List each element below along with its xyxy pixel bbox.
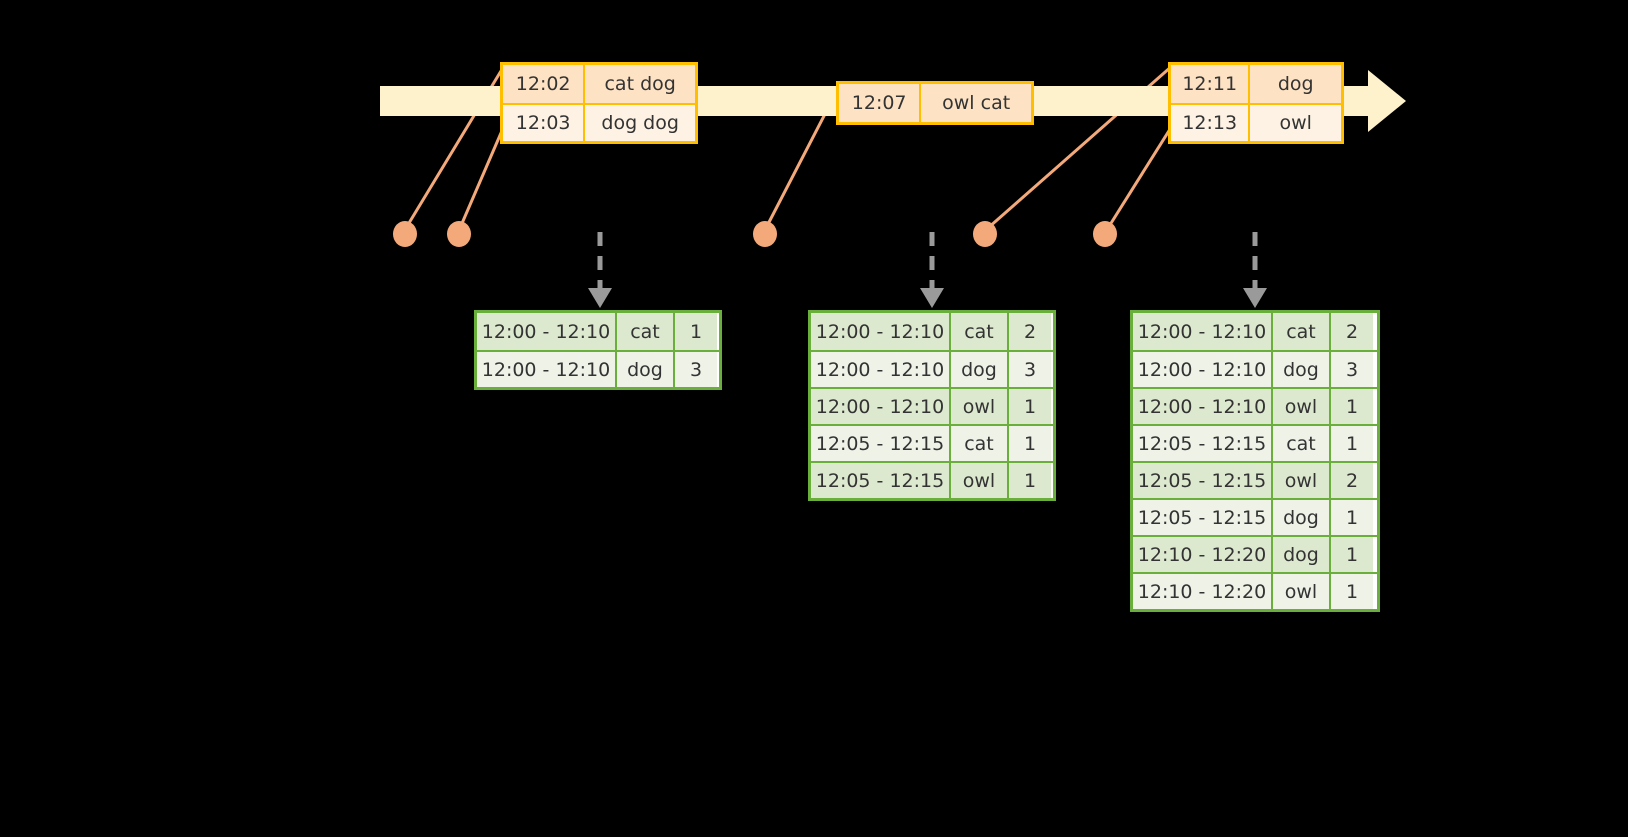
cell-key: cat — [617, 313, 675, 350]
cell-window: 12:00 - 12:10 — [477, 352, 617, 387]
cell-window: 12:00 - 12:10 — [811, 313, 951, 350]
cell-count: 1 — [1331, 389, 1373, 424]
cell-key: dog — [951, 352, 1009, 387]
cell-window: 12:00 - 12:10 — [1133, 389, 1273, 424]
cell-key: cat — [951, 313, 1009, 350]
leader-line-1203 — [458, 125, 506, 229]
cell-key: owl — [951, 389, 1009, 424]
cell-count: 1 — [1331, 574, 1373, 609]
cell-count: 1 — [675, 313, 717, 350]
event-time: 12:07 — [839, 84, 922, 122]
event-value: owl — [1250, 105, 1341, 141]
event-value: cat dog — [585, 65, 695, 103]
cell-count: 1 — [1331, 426, 1373, 461]
flow-arrow-head-3 — [1243, 288, 1267, 308]
event-time: 12:11 — [1171, 65, 1251, 103]
connector-dot-1202 — [393, 221, 417, 247]
cell-window: 12:05 - 12:15 — [811, 463, 951, 498]
event-row: 12:11 dog — [1171, 65, 1341, 103]
cell-key: cat — [1273, 313, 1331, 350]
cell-count: 1 — [1009, 463, 1051, 498]
cell-window: 12:10 - 12:20 — [1133, 537, 1273, 572]
event-row: 12:07 owl cat — [839, 84, 1031, 122]
cell-key: owl — [1273, 574, 1331, 609]
cell-window: 12:05 - 12:15 — [1133, 463, 1273, 498]
cell-key: owl — [1273, 463, 1331, 498]
cell-window: 12:00 - 12:10 — [811, 352, 951, 387]
cell-count: 1 — [1331, 537, 1373, 572]
cell-count: 3 — [1331, 352, 1373, 387]
connector-dot-1213 — [1093, 221, 1117, 247]
event-value: dog dog — [585, 105, 695, 141]
flow-arrow-head-1 — [588, 288, 612, 308]
cell-key: dog — [1273, 537, 1331, 572]
cell-key: cat — [1273, 426, 1331, 461]
connector-dot-1211 — [973, 221, 997, 247]
cell-window: 12:00 - 12:10 — [477, 313, 617, 350]
event-time: 12:13 — [1171, 105, 1251, 141]
cell-count: 2 — [1331, 463, 1373, 498]
event-time: 12:02 — [503, 65, 586, 103]
cell-key: owl — [951, 463, 1009, 498]
flow-arrows — [597, 232, 1258, 288]
cell-count: 2 — [1331, 313, 1373, 350]
event-value: dog — [1250, 65, 1341, 103]
event-row: 12:13 owl — [1171, 103, 1341, 141]
cell-window: 12:00 - 12:10 — [1133, 313, 1273, 350]
event-box-group-1[interactable]: 12:02 cat dog 12:03 dog dog — [500, 62, 698, 144]
cell-count: 1 — [1331, 500, 1373, 535]
cell-key: dog — [1273, 352, 1331, 387]
event-box-group-3[interactable]: 12:11 dog 12:13 owl — [1168, 62, 1344, 144]
cell-count: 3 — [1009, 352, 1051, 387]
cell-key: cat — [951, 426, 1009, 461]
event-row: 12:02 cat dog — [503, 65, 695, 103]
cell-key: dog — [617, 352, 675, 387]
cell-count: 2 — [1009, 313, 1051, 350]
connector-dot-1207 — [753, 221, 777, 247]
cell-count: 1 — [1009, 389, 1051, 424]
flow-arrow-heads — [588, 288, 1267, 308]
event-box-group-2[interactable]: 12:07 owl cat — [836, 81, 1034, 125]
event-value: owl cat — [921, 84, 1031, 122]
cell-key: dog — [1273, 500, 1331, 535]
timeline-arrowhead-icon — [1368, 70, 1406, 132]
connector-dot-1203 — [447, 221, 471, 247]
cell-count: 3 — [675, 352, 717, 387]
cell-window: 12:00 - 12:10 — [811, 389, 951, 424]
cell-window: 12:05 - 12:15 — [1133, 426, 1273, 461]
cell-key: owl — [1273, 389, 1331, 424]
cell-window: 12:05 - 12:15 — [1133, 500, 1273, 535]
leader-line-1213 — [1106, 125, 1174, 229]
event-time: 12:03 — [503, 105, 586, 141]
cell-window: 12:00 - 12:10 — [1133, 352, 1273, 387]
cell-count: 1 — [1009, 426, 1051, 461]
event-row: 12:03 dog dog — [503, 103, 695, 141]
cell-window: 12:10 - 12:20 — [1133, 574, 1273, 609]
flow-arrow-head-2 — [920, 288, 944, 308]
cell-window: 12:05 - 12:15 — [811, 426, 951, 461]
